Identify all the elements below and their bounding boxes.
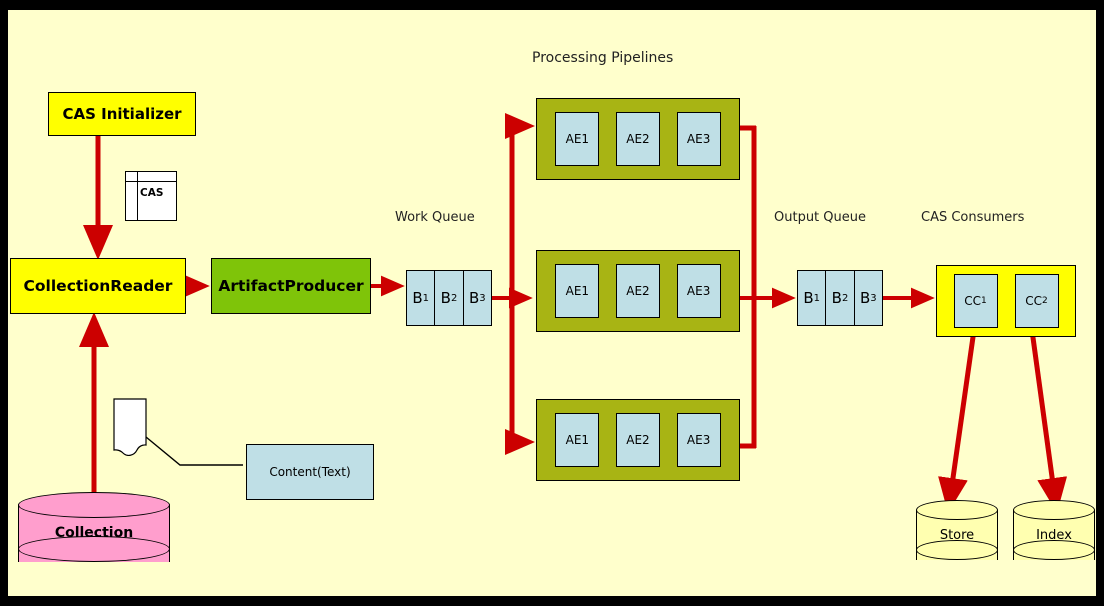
analysis-engine[interactable]: AE2 — [615, 413, 660, 467]
node-artifact-producer[interactable]: ArtifactProducer — [211, 258, 371, 314]
analysis-engine[interactable]: AE1 — [555, 264, 600, 318]
node-collection[interactable]: Collection — [18, 492, 170, 580]
index-cylinder-bottom — [1013, 540, 1095, 560]
output-queue-cell-sub: 2 — [841, 292, 849, 304]
processing-pipelines-title: Processing Pipelines — [532, 50, 674, 66]
processing-pipeline-3[interactable]: AE1 AE2 AE3 — [536, 399, 740, 481]
node-content-text[interactable]: Content(Text) — [246, 444, 374, 500]
work-queue-cell-sub: 3 — [479, 292, 486, 304]
output-queue-cell-base: B — [803, 289, 814, 307]
edge-cc2-to-index — [1028, 322, 1068, 513]
analysis-engine[interactable]: AE1 — [555, 112, 600, 166]
output-queue-cell-base: B — [859, 289, 871, 307]
store-cylinder-top — [916, 500, 998, 520]
analysis-engine[interactable]: AE2 — [615, 112, 660, 166]
cas-icon: CAS — [125, 171, 177, 221]
edge-cc1-to-store — [938, 322, 978, 513]
output-queue-label: Output Queue — [774, 210, 866, 225]
document-icon — [113, 398, 147, 456]
analysis-engine[interactable]: AE1 — [555, 413, 600, 467]
work-queue-cell-base: B — [412, 289, 423, 307]
analysis-engine[interactable]: AE3 — [676, 264, 721, 318]
cas-consumer-base: CC — [964, 294, 982, 308]
output-queue-cell-base: B — [831, 289, 842, 307]
store-cylinder-bottom — [916, 540, 998, 560]
collection-label: Collection — [54, 525, 134, 541]
index-label: Index — [1036, 528, 1072, 543]
processing-pipeline-2[interactable]: AE1 AE2 AE3 — [536, 250, 740, 332]
diagram-stage: Processing Pipelines Work Queue Output Q… — [8, 10, 1096, 596]
index-cylinder-top — [1013, 500, 1095, 520]
analysis-engine[interactable]: AE3 — [676, 112, 721, 166]
cas-consumer-sub: 1 — [981, 296, 987, 306]
work-queue-cell-sub: 1 — [422, 292, 429, 304]
cas-icon-label: CAS — [140, 187, 164, 199]
work-queue-cell-base: B — [468, 289, 480, 307]
node-cas-initializer[interactable]: CAS Initializer — [48, 92, 196, 136]
cas-icon-column-rule — [137, 172, 138, 220]
cas-consumers-label: CAS Consumers — [921, 210, 1025, 225]
analysis-engine[interactable]: AE3 — [676, 413, 721, 467]
node-collection-reader[interactable]: CollectionReader — [10, 258, 186, 314]
edge-document-callout — [145, 436, 243, 466]
analysis-engine[interactable]: AE2 — [615, 264, 660, 318]
store-label: Store — [939, 528, 975, 543]
cas-icon-header-rule — [126, 181, 176, 182]
cas-consumer-sub: 2 — [1042, 296, 1048, 306]
processing-pipeline-1[interactable]: AE1 AE2 AE3 — [536, 98, 740, 180]
collection-cylinder-bottom — [18, 536, 170, 562]
work-queue-cell-sub: 2 — [450, 292, 458, 304]
collection-cylinder-top — [18, 492, 170, 518]
work-queue-cell-base: B — [440, 289, 451, 307]
output-queue-cell-sub: 3 — [870, 292, 877, 304]
node-index[interactable]: Index — [1013, 500, 1095, 574]
cas-consumer-base: CC — [1025, 294, 1043, 308]
output-queue-cell-sub: 1 — [813, 292, 820, 304]
work-queue-label: Work Queue — [395, 210, 475, 225]
node-store[interactable]: Store — [916, 500, 998, 574]
